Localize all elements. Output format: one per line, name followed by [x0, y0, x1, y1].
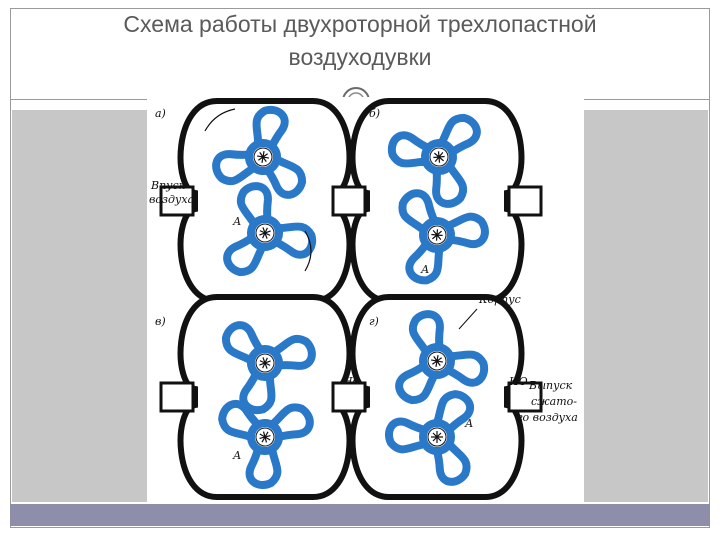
- chamber-label-a: А: [232, 215, 241, 228]
- exhaust-label-3: го воздуха: [517, 411, 578, 424]
- panel-v-label: в): [155, 315, 166, 328]
- intake-label-2: воздуха: [149, 193, 194, 206]
- housing-label: Корпус: [478, 293, 521, 306]
- panel-a-label: а): [155, 107, 166, 120]
- panel-a: [161, 101, 369, 301]
- title-line-2: воздуходувки: [288, 44, 432, 70]
- title-line-1: Схема работы двухроторной трехлопастной: [123, 11, 597, 37]
- slide-frame: [10, 8, 710, 528]
- panel-g-label: г): [369, 315, 379, 328]
- panel-b: [333, 97, 541, 301]
- exhaust-label-1: Выпуск: [528, 379, 573, 392]
- panel-g: [333, 297, 541, 497]
- chamber-label-g: А: [464, 417, 473, 430]
- slide-title: Схема работы двухроторной трехлопастной …: [40, 8, 680, 74]
- footer-bar: [10, 504, 710, 526]
- intake-label-1: Впуск: [150, 179, 186, 192]
- exhaust-label-2: сжато-: [531, 395, 577, 408]
- chamber-label-v: А: [232, 449, 241, 462]
- blower-diagram: а) Впуск воздуха А б) А в) НО А г) Корпу…: [147, 97, 584, 503]
- chamber-label-b: А: [420, 263, 429, 276]
- panel-b-label: б): [369, 107, 380, 120]
- ho-label-g: НО: [508, 375, 528, 388]
